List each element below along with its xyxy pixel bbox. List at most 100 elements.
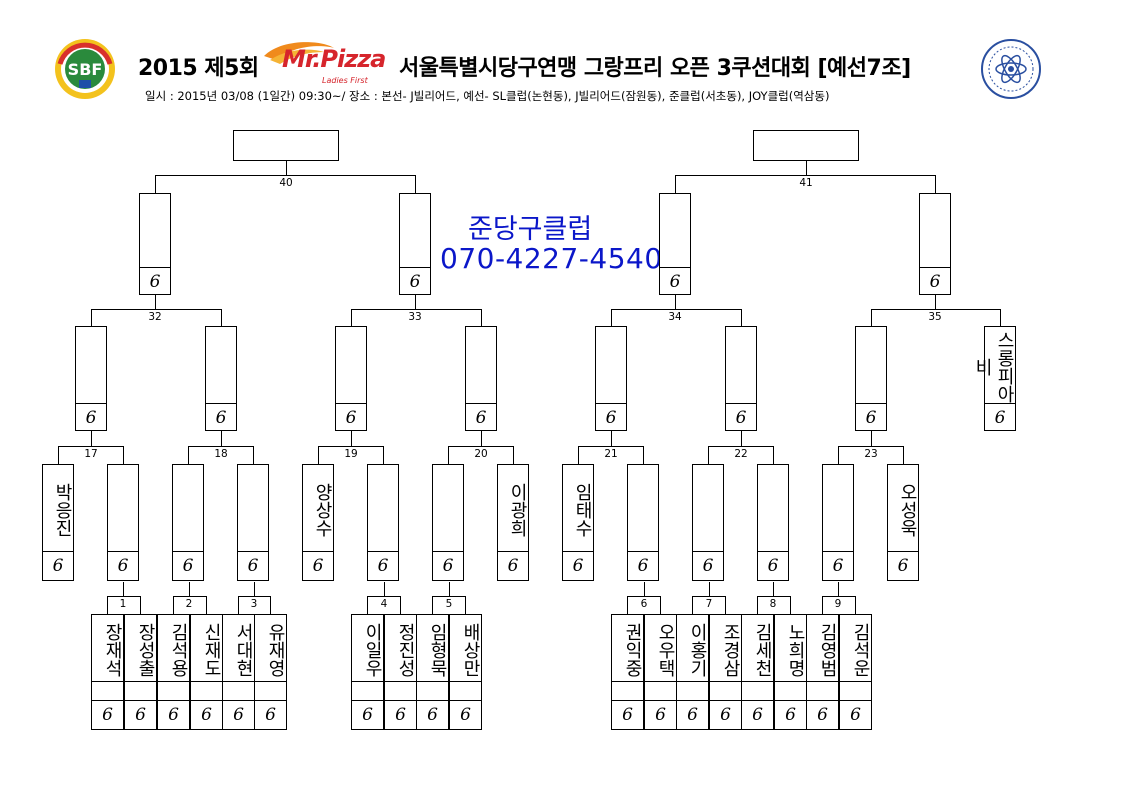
match-number: 8 [769, 598, 777, 610]
bracket-connector [254, 582, 255, 596]
score-cell: 6 [254, 700, 287, 730]
player-name-slot [659, 193, 691, 268]
bracket-connector [400, 596, 401, 614]
bracket-connector [367, 596, 368, 614]
player-name: 박응진 [52, 483, 73, 537]
player-name: 신재도 [201, 623, 222, 677]
bracket-connector [757, 596, 758, 614]
match-number: 6 [640, 598, 648, 610]
match-number: 20 [474, 448, 488, 460]
player-name-slot [692, 464, 724, 552]
bracket-connector [578, 446, 643, 447]
score-cell: 6 [659, 267, 691, 295]
blank-cell [190, 681, 223, 701]
bracket-connector [155, 175, 156, 193]
bracket-connector [822, 596, 823, 614]
bracket-connector [415, 175, 416, 193]
bracket-connector [270, 596, 271, 614]
bracket-connector [221, 431, 222, 446]
match-number: 22 [734, 448, 748, 460]
player-name-slot [367, 464, 399, 552]
player-name-slot: 배상만 [449, 614, 482, 682]
bracket-connector [627, 596, 660, 597]
bracket-connector [173, 596, 206, 597]
sponsor-name: Mr.Pizza [282, 45, 386, 73]
sbf-emblem-icon: SBF [55, 39, 115, 99]
player-name: 노희명 [785, 623, 806, 677]
player-name: 이광희 [507, 483, 528, 537]
player-name-slot [627, 464, 659, 552]
score-cell: 6 [172, 551, 204, 581]
player-name-slot [335, 326, 367, 404]
player-name-slot: 이일우 [351, 614, 384, 682]
score-cell: 6 [709, 700, 742, 730]
bracket-connector [773, 582, 774, 596]
bracket-connector [318, 446, 383, 447]
bracket-connector [660, 596, 661, 614]
player-name-slot [465, 326, 497, 404]
blank-cell [709, 681, 742, 701]
blank-cell [254, 681, 287, 701]
score-cell: 6 [124, 700, 157, 730]
player-name-slot: 장성출 [124, 614, 157, 682]
player-name-slot [205, 326, 237, 404]
match-number: 7 [705, 598, 713, 610]
bracket-connector [173, 596, 174, 614]
blank-cell [644, 681, 677, 701]
score-cell: 6 [107, 551, 139, 581]
bracket-connector [415, 295, 416, 309]
bracket-connector [91, 309, 92, 326]
match-number: 35 [928, 311, 942, 323]
blank-cell [384, 681, 417, 701]
player-name-slot: 오우택 [644, 614, 677, 682]
player-name: 김영범 [817, 623, 838, 677]
bracket-connector [709, 582, 710, 596]
bracket-connector [318, 446, 319, 464]
blank-cell [839, 681, 872, 701]
score-cell: 6 [205, 403, 237, 431]
finalist-slot [233, 130, 339, 161]
bracket-connector [692, 596, 725, 597]
player-name-slot [725, 326, 757, 404]
bracket-connector [708, 446, 709, 464]
player-name-slot: 박응진 [42, 464, 74, 552]
score-cell: 6 [139, 267, 171, 295]
bracket-connector [107, 596, 108, 614]
player-name-slot: 김석용 [157, 614, 190, 682]
score-cell: 6 [449, 700, 482, 730]
score-cell: 6 [839, 700, 872, 730]
bracket-connector [643, 446, 644, 464]
score-cell: 6 [157, 700, 190, 730]
score-cell: 6 [367, 551, 399, 581]
score-cell: 6 [222, 700, 255, 730]
score-cell: 6 [595, 403, 627, 431]
bracket-connector [432, 596, 465, 597]
score-cell: 6 [75, 403, 107, 431]
player-name: 임태수 [572, 483, 593, 537]
score-cell: 6 [806, 700, 839, 730]
player-name-slot [107, 464, 139, 552]
bracket-connector [188, 446, 189, 464]
score-cell: 6 [465, 403, 497, 431]
event-schedule-info: 일시 : 2015년 03/08 (1일간) 09:30~/ 장소 : 본선- … [145, 89, 830, 103]
bracket-connector [221, 309, 222, 326]
score-cell: 6 [399, 267, 431, 295]
player-name-slot [822, 464, 854, 552]
bracket-connector [351, 431, 352, 446]
bracket-connector [123, 446, 124, 464]
score-cell: 6 [887, 551, 919, 581]
player-name-slot: 임태수 [562, 464, 594, 552]
bracket-connector [838, 582, 839, 596]
bracket-connector [806, 161, 807, 175]
bracket-connector [91, 309, 221, 310]
bracket-connector [773, 446, 774, 464]
score-cell: 6 [351, 700, 384, 730]
bracket-connector [481, 309, 482, 326]
blank-cell [157, 681, 190, 701]
bracket-connector [238, 596, 270, 597]
score-cell: 6 [757, 551, 789, 581]
player-name-slot: 노희명 [774, 614, 807, 682]
score-cell: 6 [91, 700, 124, 730]
bracket-connector [822, 596, 855, 597]
player-name: 김석용 [168, 623, 189, 677]
